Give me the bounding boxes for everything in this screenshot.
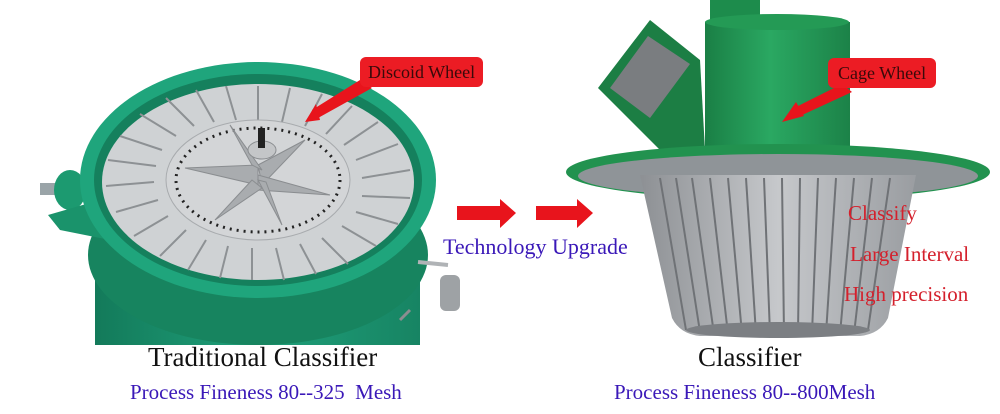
technology-upgrade-label: Technology Upgrade [443, 234, 628, 259]
traditional-fineness-label: Process Fineness 80--325 Mesh [130, 380, 402, 404]
cage-wheel-callout: Cage Wheel [828, 58, 937, 88]
feature-classify: Classify [848, 201, 917, 225]
upgrade-arrows [457, 199, 593, 228]
feature-high-precision: High precision [844, 282, 969, 306]
traditional-classifier-illustration [40, 62, 460, 345]
feature-large-interval: Large Interval [850, 242, 970, 266]
callout-pointer-left [312, 80, 372, 118]
traditional-classifier-title: Traditional Classifier [148, 342, 378, 372]
classifier-fineness-label: Process Fineness 80--800Mesh [614, 380, 876, 404]
cage-classifier-illustration [566, 0, 990, 338]
classifier-title: Classifier [698, 342, 802, 372]
discoid-wheel-callout: Discoid Wheel [360, 57, 484, 87]
callout-pointer-right [794, 84, 852, 116]
